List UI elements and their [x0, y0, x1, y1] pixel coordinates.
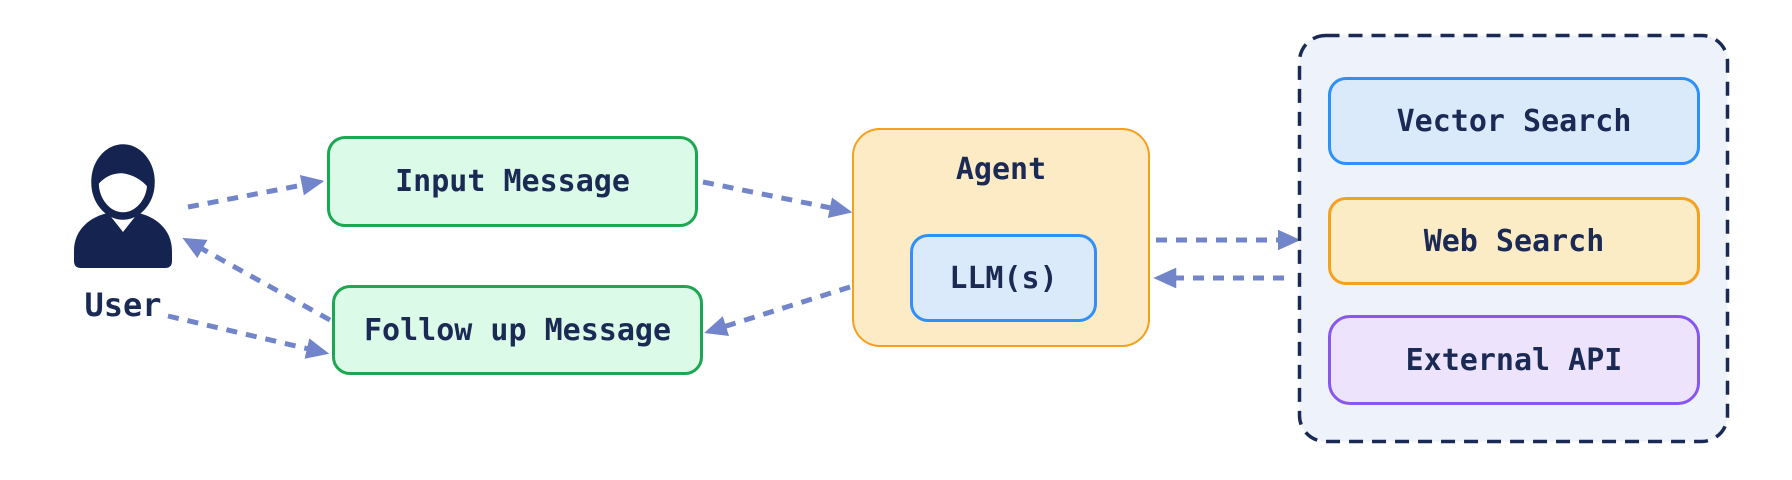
external-api-label: External API — [1405, 342, 1623, 378]
vector-search-label: Vector Search — [1396, 103, 1632, 139]
node-follow-up-message: Follow up Message — [332, 285, 703, 375]
node-web-search: Web Search — [1328, 197, 1700, 285]
edge-agent-to-follow-up-message — [704, 284, 851, 337]
edge-follow-up-message-to-user — [182, 237, 332, 323]
tools-container: Vector Search Web Search External API — [1297, 33, 1730, 444]
node-llm: LLM(s) — [910, 234, 1097, 322]
node-agent: Agent LLM(s) — [852, 128, 1150, 347]
edge-input-message-to-agent — [702, 179, 853, 218]
user-label: User — [84, 286, 162, 324]
web-search-label: Web Search — [1423, 223, 1605, 259]
agent-label: Agent — [955, 152, 1047, 187]
node-input-message: Input Message — [327, 136, 698, 227]
edge-user-to-follow-up-message — [167, 313, 330, 359]
node-vector-search: Vector Search — [1328, 77, 1700, 165]
user-node: User — [62, 144, 184, 334]
input-message-label: Input Message — [395, 164, 630, 199]
llm-label: LLM(s) — [949, 260, 1058, 296]
node-external-api: External API — [1328, 315, 1700, 405]
edge-user-to-input-message — [187, 174, 325, 210]
follow-up-message-label: Follow up Message — [363, 312, 672, 348]
user-icon — [74, 144, 172, 268]
